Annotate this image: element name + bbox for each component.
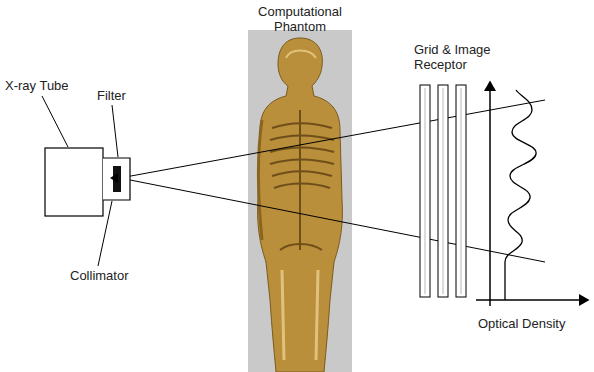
part-label: Computational Phantom bbox=[245, 4, 355, 34]
y-axis bbox=[489, 82, 491, 306]
focal-spot bbox=[110, 173, 118, 183]
beam-line bbox=[120, 178, 545, 262]
xray-tube bbox=[45, 148, 103, 216]
part-label: Collimator bbox=[70, 268, 129, 283]
leader-line bbox=[112, 105, 118, 157]
part-label: X-ray Tube bbox=[5, 78, 69, 93]
phantom-ground bbox=[248, 30, 352, 372]
leader-line bbox=[42, 96, 68, 147]
phantom-body bbox=[258, 38, 343, 372]
beam-line bbox=[120, 100, 545, 178]
receptor-plates bbox=[420, 85, 466, 297]
part-label: Grid & Image Receptor bbox=[414, 42, 510, 72]
leader-line bbox=[98, 201, 112, 266]
part-label: Optical Density bbox=[478, 316, 565, 331]
density-curve bbox=[505, 90, 536, 300]
collimator bbox=[103, 158, 130, 200]
x-axis bbox=[476, 299, 588, 301]
part-label: Filter bbox=[97, 88, 126, 103]
